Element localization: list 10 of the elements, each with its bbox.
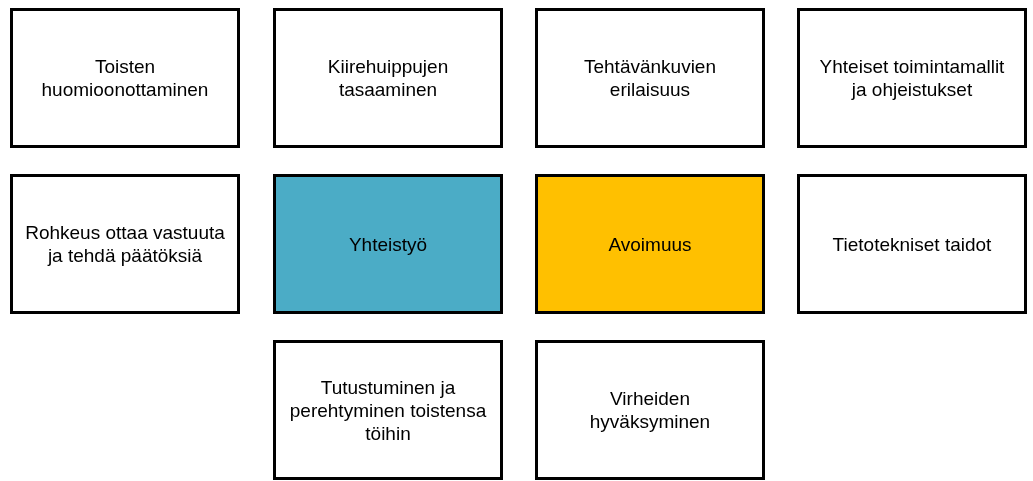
concept-box: Tutustuminen ja perehtyminen toistensa töihin — [273, 340, 503, 480]
concept-box: Tietotekniset taidot — [797, 174, 1027, 314]
concept-box: Toisten huomioonottaminen — [10, 8, 240, 148]
concept-box: Yhteiset toimintamallit ja ohjeistukset — [797, 8, 1027, 148]
concept-box: Avoimuus — [535, 174, 765, 314]
concept-box: Tehtävänkuvien erilaisuus — [535, 8, 765, 148]
concept-box: Yhteistyö — [273, 174, 503, 314]
concept-box: Virheiden hyväksyminen — [535, 340, 765, 480]
concept-box: Rohkeus ottaa vastuuta ja tehdä päätöksiä — [10, 174, 240, 314]
concept-box: Kiirehuippujen tasaaminen — [273, 8, 503, 148]
